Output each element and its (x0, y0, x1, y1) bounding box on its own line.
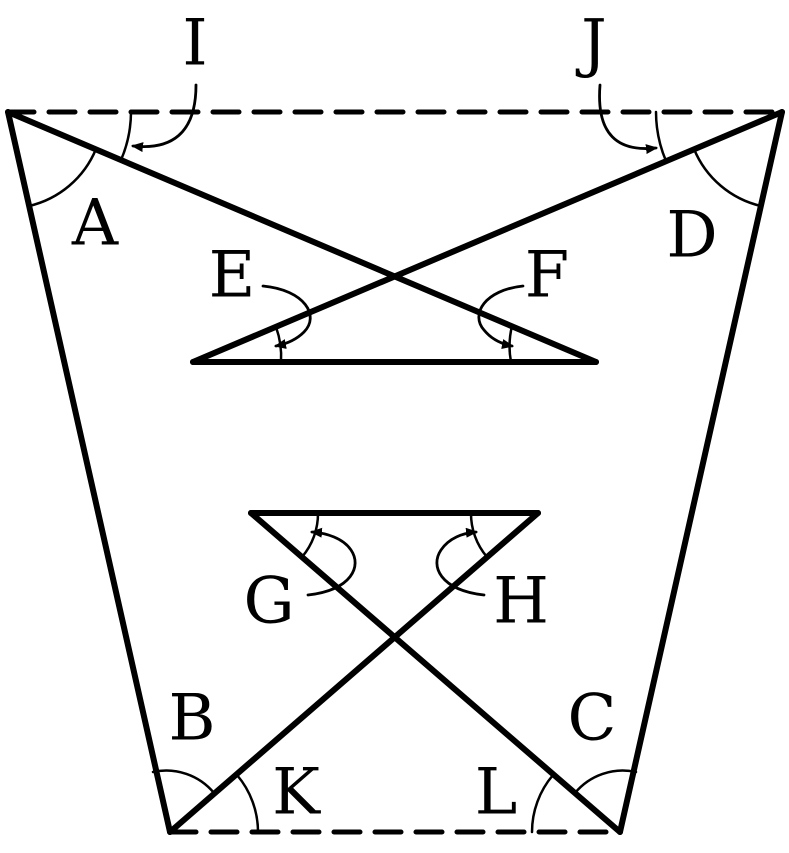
angle-arc-k (235, 773, 260, 834)
lower-diagonal-right-to-left (248, 510, 623, 835)
arrow-j (598, 83, 658, 155)
label-d: D (666, 199, 717, 273)
angle-arc-f (508, 324, 514, 364)
angle-arc-d (692, 147, 763, 208)
angle-arc-l (530, 773, 555, 834)
label-k: K (272, 756, 321, 830)
arrow-e (261, 284, 312, 349)
arrow-h (435, 527, 486, 597)
arrow-f (477, 284, 525, 349)
label-b: B (168, 682, 215, 756)
label-l: L (475, 756, 518, 830)
angle-arc-a (27, 147, 98, 208)
label-h: H (493, 565, 549, 639)
label-f: F (525, 239, 569, 313)
label-c: C (568, 682, 617, 756)
lower-diagonal-left-to-right (167, 510, 541, 835)
angle-arc-j (654, 110, 668, 163)
upper-diagonal-left-to-right (5, 109, 599, 365)
angle-arc-c (573, 769, 638, 795)
angle-arc-h (469, 511, 489, 559)
angle-arc-g (300, 511, 320, 559)
label-j: J (575, 7, 607, 81)
label-a: A (71, 187, 119, 261)
angle-arc-b (151, 769, 216, 795)
label-g: G (243, 565, 294, 639)
upper-diagonal-right-to-left (190, 109, 785, 365)
right-side-line (617, 109, 785, 835)
left-side-line (5, 109, 173, 835)
angle-arc-i (119, 110, 133, 162)
label-i: I (182, 7, 207, 81)
label-e: E (209, 239, 256, 313)
arrow-i (131, 83, 198, 153)
arrow-g (306, 527, 357, 597)
